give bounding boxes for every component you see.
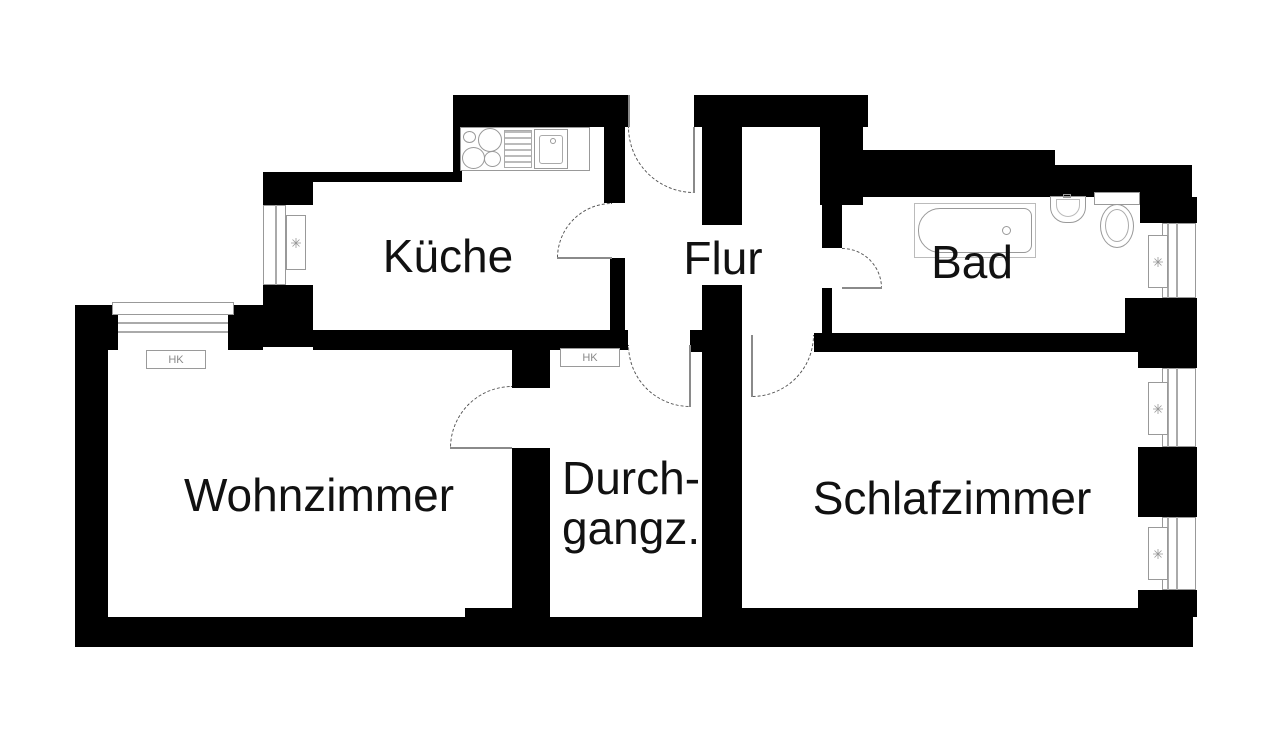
washbasin-faucet-icon bbox=[1063, 194, 1071, 198]
radiator-valve-icon bbox=[291, 237, 301, 248]
durchgangszimmer-door-arc bbox=[628, 345, 690, 407]
wall bbox=[512, 448, 550, 617]
wall bbox=[822, 205, 842, 248]
wall bbox=[75, 617, 1193, 647]
wall bbox=[604, 127, 625, 203]
window-glass-line bbox=[118, 331, 228, 333]
window-glass-line bbox=[1176, 223, 1178, 298]
radiator bbox=[1148, 235, 1168, 288]
durchgangszimmer-door-leaf bbox=[689, 345, 691, 407]
window-glass-line bbox=[1167, 368, 1169, 447]
wall bbox=[862, 165, 1192, 197]
hk-label: HK bbox=[168, 353, 184, 366]
entrance-door-jamb bbox=[628, 95, 630, 127]
stove-burner bbox=[478, 128, 502, 152]
window-sill bbox=[112, 302, 234, 315]
entrance-door-leaf bbox=[693, 127, 695, 193]
bathtub-drain-icon bbox=[1002, 226, 1011, 235]
wall bbox=[263, 285, 313, 347]
window-glass-line bbox=[1176, 517, 1178, 590]
wall bbox=[512, 330, 550, 388]
drainer bbox=[504, 130, 532, 168]
wall bbox=[263, 172, 462, 182]
washbasin-inner bbox=[1056, 199, 1080, 217]
stove-burner bbox=[463, 131, 476, 143]
wall bbox=[702, 127, 742, 225]
bad-door-arc bbox=[842, 248, 882, 288]
room-label-schlafzimmer: Schlafzimmer bbox=[812, 472, 1092, 524]
room-label-flur: Flur bbox=[683, 232, 763, 284]
wall bbox=[822, 288, 832, 333]
wall bbox=[702, 285, 742, 618]
kueche-door-leaf bbox=[557, 257, 612, 259]
wall bbox=[1140, 197, 1197, 223]
wall bbox=[263, 182, 313, 205]
bad-door-leaf bbox=[842, 287, 882, 289]
radiator-valve-icon bbox=[1153, 403, 1163, 414]
entrance-door-arc bbox=[628, 127, 694, 193]
room-label-durchgangszimmer-line1: Durch- bbox=[562, 452, 701, 504]
schlafzimmer-door-leaf bbox=[751, 335, 753, 397]
wall bbox=[455, 95, 628, 127]
wall bbox=[814, 333, 1125, 352]
stove-burner bbox=[484, 151, 501, 167]
wall bbox=[313, 330, 628, 350]
wohnzimmer-door-leaf bbox=[450, 447, 512, 449]
kueche-door-arc bbox=[557, 203, 612, 258]
wall bbox=[740, 608, 1138, 617]
radiator bbox=[286, 215, 306, 270]
wall bbox=[465, 608, 512, 617]
hk-label: HK bbox=[582, 351, 598, 364]
kueche-window bbox=[263, 205, 286, 285]
kitchen-sink-basin bbox=[539, 135, 563, 164]
kitchen-faucet-icon bbox=[550, 138, 556, 144]
wall bbox=[1138, 447, 1197, 517]
bathtub bbox=[918, 208, 1032, 253]
room-label-wohnzimmer: Wohnzimmer bbox=[183, 469, 455, 521]
wall bbox=[694, 95, 868, 127]
wall bbox=[610, 258, 625, 330]
radiator bbox=[1148, 527, 1168, 580]
radiator-valve-icon bbox=[1153, 548, 1163, 559]
toilet-bowl-inner bbox=[1105, 209, 1129, 242]
window-glass-line bbox=[1176, 368, 1178, 447]
wall bbox=[75, 305, 108, 647]
room-label-durchgangszimmer: Durch- gangz. bbox=[562, 453, 700, 553]
wall bbox=[1125, 298, 1197, 352]
room-label-kueche: Küche bbox=[382, 230, 514, 282]
window-glass-line bbox=[275, 205, 277, 285]
wall bbox=[453, 95, 462, 182]
window-glass-line bbox=[118, 322, 228, 324]
window-glass-line bbox=[1167, 517, 1169, 590]
wall bbox=[1138, 590, 1197, 617]
stove-burner bbox=[462, 147, 485, 169]
radiator-hk-wohnzimmer: HK bbox=[146, 350, 206, 369]
wall bbox=[1138, 352, 1197, 368]
window-glass-line bbox=[1167, 223, 1169, 298]
room-label-bad: Bad bbox=[931, 236, 1013, 288]
wohnzimmer-door-arc bbox=[450, 386, 512, 448]
schlafzimmer-door-arc bbox=[752, 335, 814, 397]
radiator-valve-icon bbox=[1153, 256, 1163, 267]
wall bbox=[862, 150, 1055, 165]
room-label-durchgangszimmer-line2: gangz. bbox=[562, 502, 701, 554]
radiator-hk-durchgangszimmer: HK bbox=[560, 348, 620, 367]
radiator bbox=[1148, 382, 1168, 435]
wall bbox=[820, 127, 863, 205]
